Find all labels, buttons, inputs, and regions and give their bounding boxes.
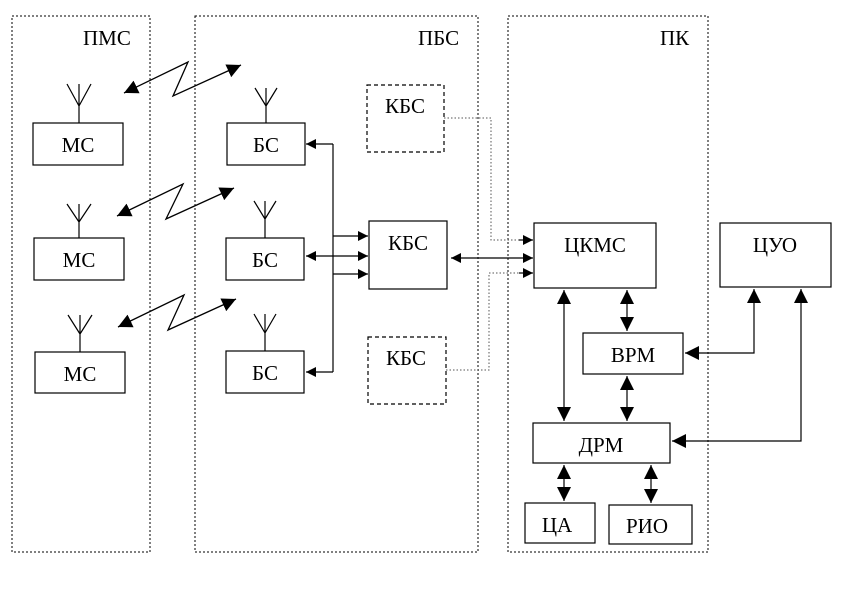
antenna-icon (67, 314, 93, 352)
region-pms (11, 15, 151, 553)
ckms-label: ЦКМС (564, 233, 626, 257)
bs-label-2: БС (252, 248, 278, 272)
ms-label-3: МС (64, 362, 97, 386)
ca-label: ЦА (542, 513, 573, 537)
ckms-block (533, 222, 657, 289)
kbs-block-top (366, 84, 445, 153)
region-title-pbs: ПБС (418, 26, 459, 50)
ms-label-2: МС (63, 248, 96, 272)
ms-block-2 (33, 237, 125, 281)
vrm-block (582, 332, 684, 375)
antenna-icon (254, 87, 278, 123)
ms-label-1: МС (62, 133, 95, 157)
rio-block (608, 504, 693, 545)
antenna-icon (253, 200, 277, 238)
cuo-label: ЦУО (753, 233, 797, 257)
kbs-label-top: КБС (385, 94, 425, 118)
cuo-block (719, 222, 832, 288)
cuo-drm-link (672, 289, 808, 448)
bs-block-1 (226, 122, 306, 166)
bs-label-1: БС (253, 133, 279, 157)
dotted-links (444, 117, 520, 371)
ms-block-3 (34, 351, 126, 394)
radio-link-2 (116, 182, 235, 221)
bs-label-3: БС (252, 361, 278, 385)
radio-link-3 (117, 293, 237, 332)
radio-link-1 (123, 60, 242, 98)
cuo-vrm-link (685, 289, 761, 360)
antenna-icon (253, 313, 277, 351)
ca-block (524, 502, 596, 544)
region-pbs (194, 15, 479, 553)
drm-block (532, 422, 671, 464)
kbs-block-center (368, 220, 448, 290)
vrm-label: ВРМ (611, 343, 656, 367)
region-pk (507, 15, 709, 553)
region-title-pms: ПМС (83, 26, 131, 50)
kbs-block-bottom (367, 336, 447, 405)
bs-block-3 (225, 350, 305, 394)
ms-block-1 (32, 122, 124, 166)
bs-kbs-links (306, 139, 368, 377)
kbs-label-bottom: КБС (386, 346, 426, 370)
drm-label: ДРМ (579, 433, 624, 457)
antenna-icon (66, 83, 92, 123)
bs-block-2 (225, 237, 305, 281)
kbs-label-center: КБС (388, 231, 428, 255)
antenna-icon (66, 203, 92, 238)
rio-label: РИО (626, 514, 668, 538)
region-title-pk: ПК (660, 26, 690, 50)
